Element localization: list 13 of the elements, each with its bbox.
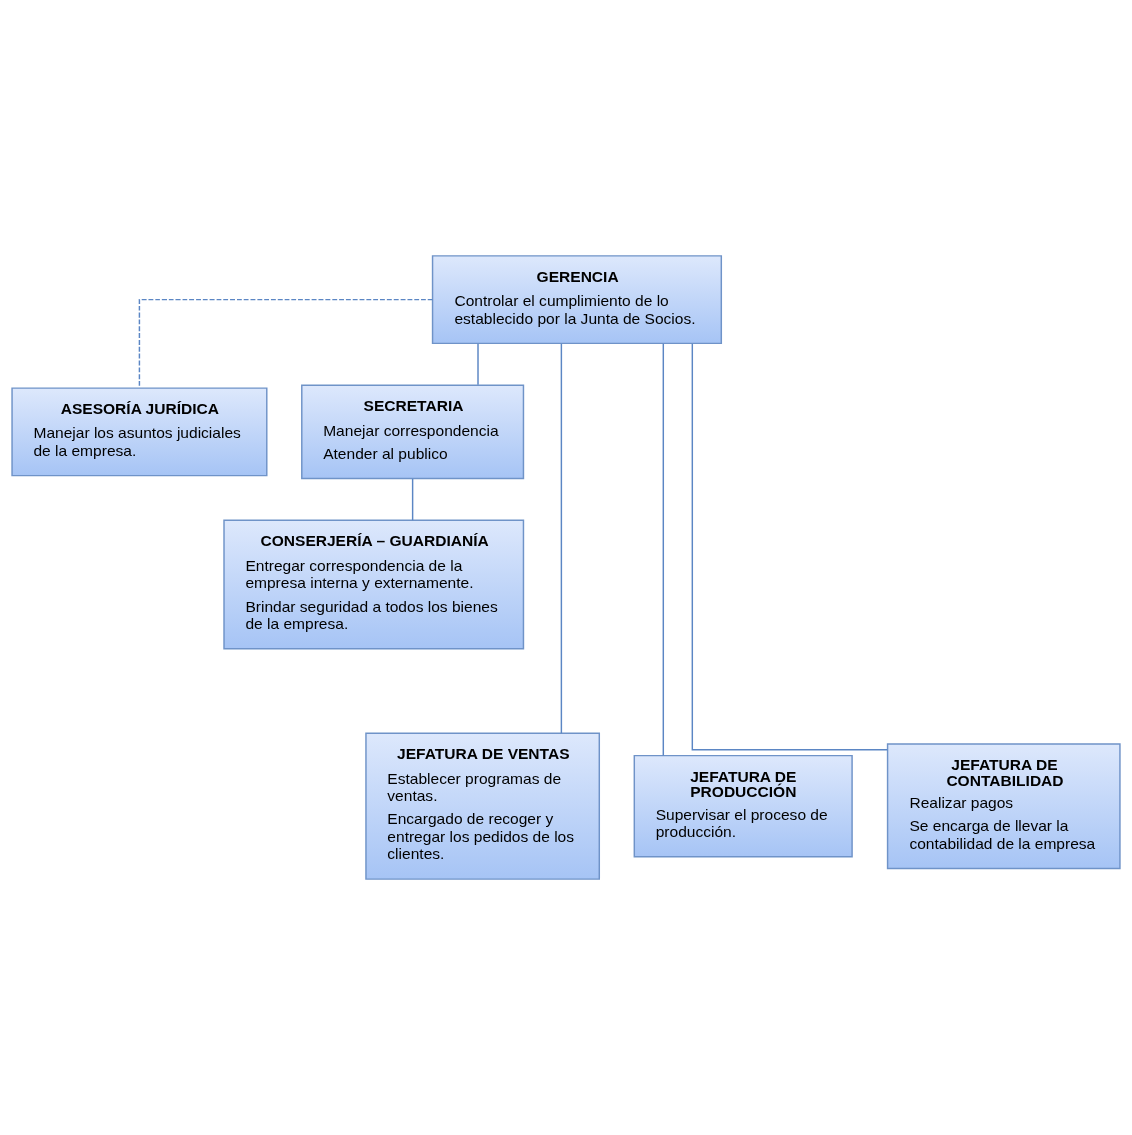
connector <box>411 478 414 521</box>
connector <box>662 342 665 757</box>
node-box: JEFATURA DE CONTABILIDAD Realizar pagos Se encarga de llevar la contabilidad de la empresa <box>886 743 1121 870</box>
connector <box>691 342 889 751</box>
connector <box>560 342 563 734</box>
node-box: CONSERJERÍA – GUARDIANÍA Entregar correspondencia de la empresa interna y externamente. Brindar seguridad a todos los bienes de la empresa. <box>223 519 525 650</box>
node-box: GERENCIA Controlar el cumplimiento de lo establecido por la Junta de Socios. <box>431 255 723 345</box>
node-box: JEFATURA DE PRODUCCIÓN Supervisar el proceso de producción. <box>633 754 853 858</box>
connector <box>138 298 434 389</box>
connector <box>477 342 479 386</box>
node-box: SECRETARIA Manejar correspondencia Atender al publico <box>301 384 525 480</box>
node-box: JEFATURA DE VENTAS Establecer programas de ventas. Encargado de recoger y entregar los pedidos de los clientes. <box>365 732 601 880</box>
node-box: ASESORÍA JURÍDICA Manejar los asuntos judiciales de la empresa. <box>11 387 268 477</box>
